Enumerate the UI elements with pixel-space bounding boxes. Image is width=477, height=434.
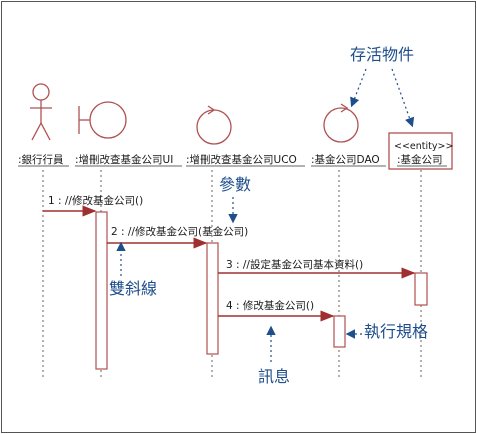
message-label-1: 1 : //修改基金公司() xyxy=(48,194,143,207)
participant-label-actor: :銀行行員 xyxy=(18,153,64,166)
activation-ui xyxy=(95,211,108,370)
annotation-message: 訊息 xyxy=(258,367,290,386)
annotation-live-object: 存活物件 xyxy=(350,45,414,64)
actor-icon xyxy=(30,83,52,141)
activation-entity xyxy=(414,272,428,306)
entity-box xyxy=(388,132,453,170)
participant-label-ui: :增刪改查基金公司UI xyxy=(75,153,173,166)
boundary-icon xyxy=(78,101,127,139)
entity-stereotype: <<entity>> xyxy=(394,141,453,152)
annotation-parameter: 參數 xyxy=(219,175,251,194)
message-label-3: 3 : //設定基金公司基本資料() xyxy=(226,258,363,271)
participant-label-dao: :基金公司DAO xyxy=(311,153,380,166)
annotation-double-slash: 雙斜線 xyxy=(109,279,157,298)
activation-dao xyxy=(333,315,346,348)
participant-label-uco: :增刪改查基金公司UCO xyxy=(186,153,297,166)
message-label-2: 2 : //修改基金公司(基金公司) xyxy=(111,225,248,238)
message-label-4: 4 : 修改基金公司() xyxy=(226,299,314,312)
annotation-execution-spec: 執行規格 xyxy=(364,322,428,341)
activation-uco xyxy=(206,242,219,355)
arrow-live-object-to-entity xyxy=(391,68,415,128)
participant-label-entity: :基金公司 xyxy=(397,153,443,166)
control-icon-uco xyxy=(196,105,232,145)
control-icon-dao xyxy=(323,103,359,143)
arrow-live-object-to-dao xyxy=(350,68,367,108)
